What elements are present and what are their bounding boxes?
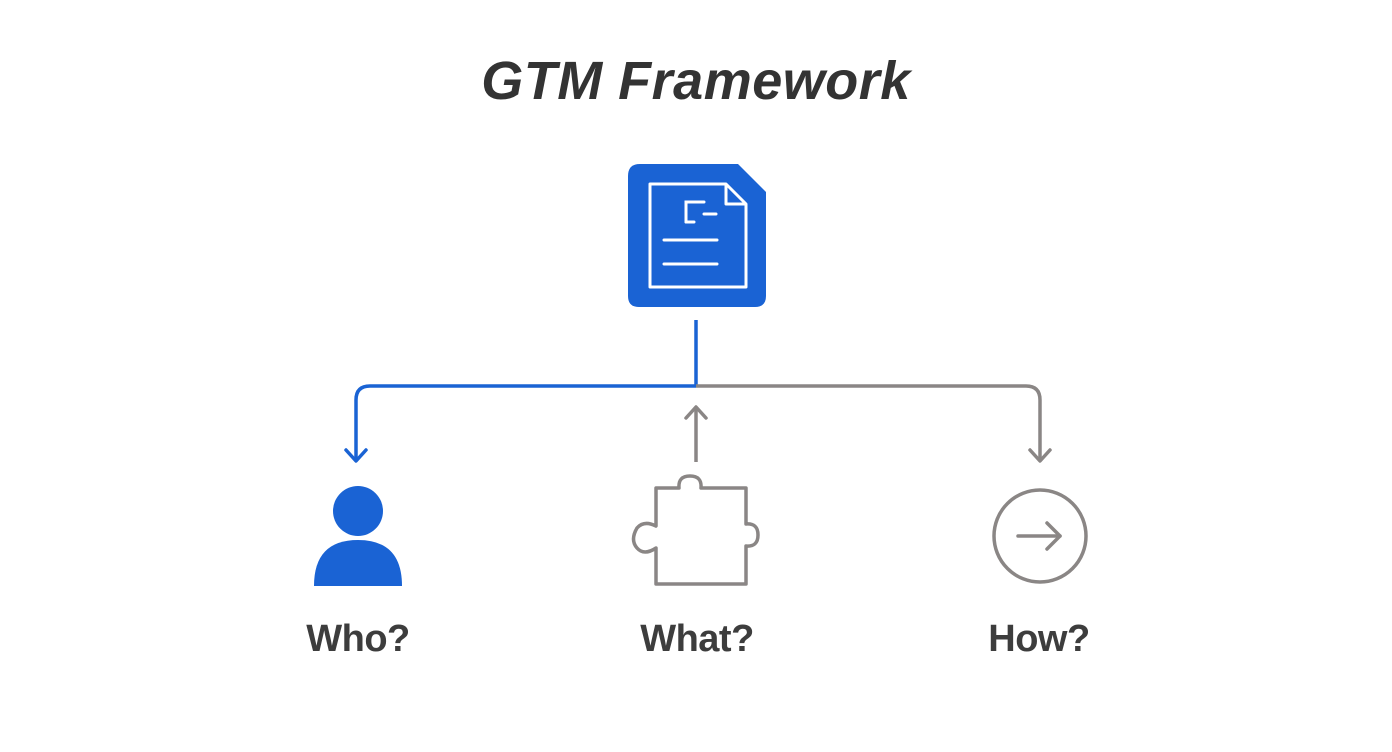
arrowhead-how [1028, 448, 1052, 463]
arrowhead-what [684, 405, 708, 420]
connector-how [696, 384, 1042, 460]
arrowhead-who [344, 448, 368, 463]
connector-who [354, 384, 696, 460]
node-label-what: What? [640, 618, 754, 660]
node-label-who: Who? [306, 618, 410, 660]
diagram-title: GTM Framework [481, 51, 911, 111]
puzzle-piece-icon [631, 474, 760, 586]
node-label-how: How? [988, 618, 1090, 660]
document-icon [628, 164, 766, 307]
arrow-right-circle-icon [992, 488, 1088, 584]
connector-lines [344, 320, 1052, 463]
person-icon [314, 486, 402, 586]
